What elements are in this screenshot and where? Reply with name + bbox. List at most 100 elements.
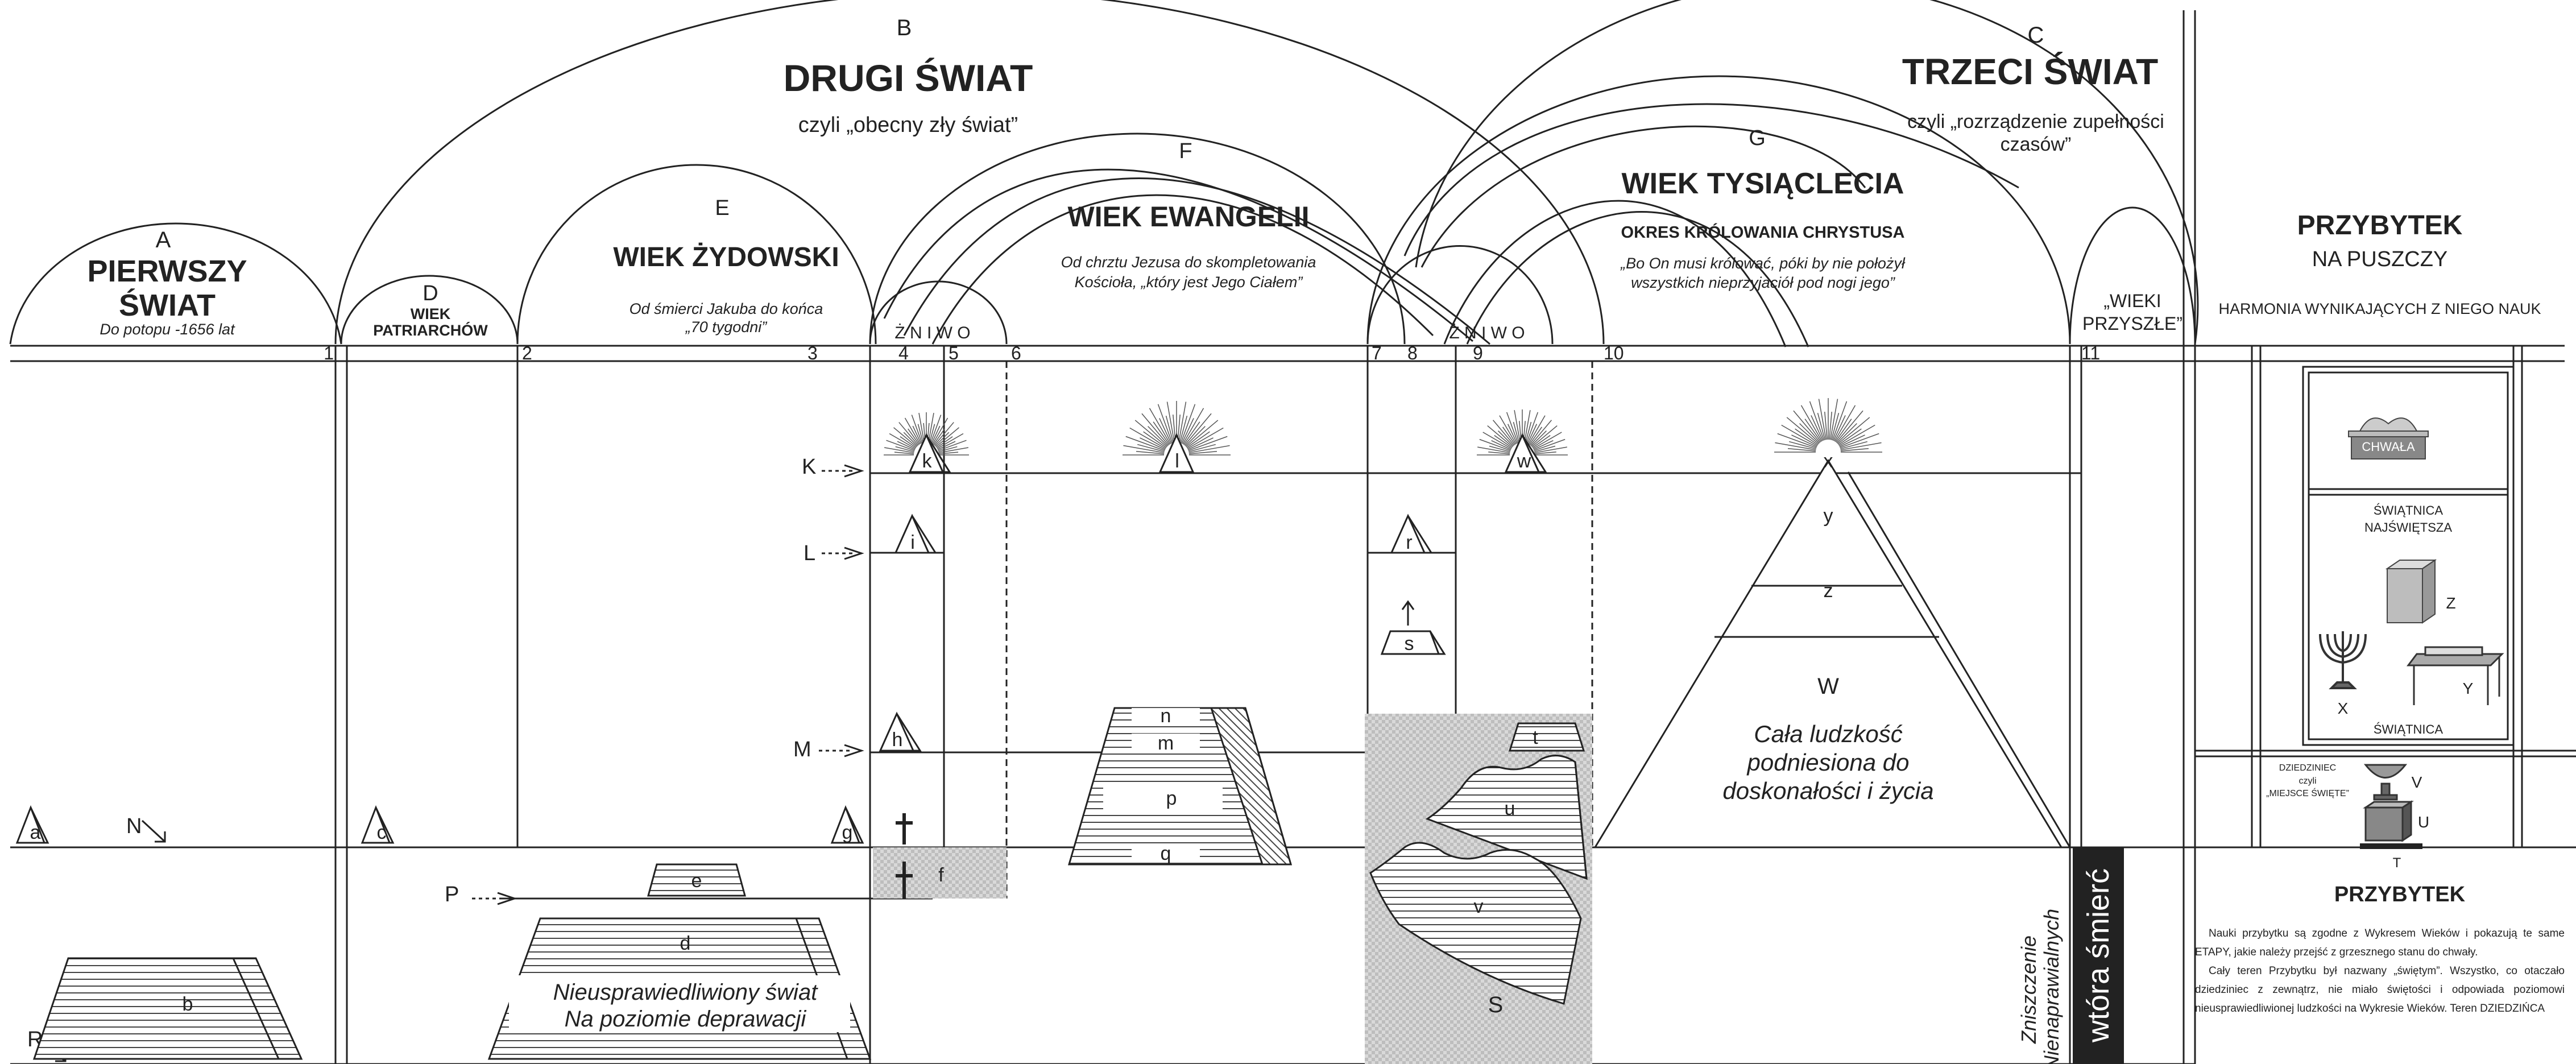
sunburst-ray bbox=[1838, 424, 1875, 446]
sunburst-ray bbox=[897, 441, 916, 450]
arrow-up-s bbox=[1401, 600, 1415, 626]
triangle-c bbox=[361, 805, 391, 844]
sunburst-ray bbox=[1531, 430, 1547, 446]
sunburst-ray bbox=[937, 441, 956, 450]
sunburst-ray bbox=[911, 415, 923, 444]
fig-y: y bbox=[1824, 505, 1833, 527]
millennium-title: WIEK TYSIĄCLECIA bbox=[1622, 167, 1904, 200]
sunburst-ray bbox=[895, 446, 914, 453]
sunburst-ray bbox=[1513, 421, 1520, 443]
tabernacle-paragraph-2: Cały teren Przybytku był nazwany „święty… bbox=[2195, 965, 2565, 1015]
sunburst-ray bbox=[1489, 445, 1510, 453]
sunburst-ray bbox=[1840, 441, 1868, 450]
sunburst-ray bbox=[935, 427, 959, 448]
section-dividers bbox=[334, 346, 2082, 1064]
sunburst-ray bbox=[1836, 410, 1863, 443]
laver-icon bbox=[2363, 764, 2408, 801]
glory-label: CHWAŁA bbox=[2362, 440, 2415, 454]
sunburst-ray bbox=[1775, 442, 1816, 450]
sunburst-ray bbox=[1795, 428, 1819, 445]
sunburst-ray bbox=[1533, 440, 1554, 450]
triangle-i bbox=[894, 514, 930, 554]
destruction-line-2: Nienaprawialnych bbox=[2040, 909, 2063, 1064]
gospel-age-line-2: Kościoła, „który jest Jego Ciałem” bbox=[1075, 274, 1303, 291]
sunburst-ray bbox=[1187, 437, 1214, 450]
sunburst-ray bbox=[936, 436, 953, 448]
platform-t bbox=[1508, 722, 1585, 752]
tab-U: U bbox=[2418, 813, 2429, 831]
court-label-2: czyli bbox=[2298, 776, 2316, 786]
sunburst-ray bbox=[1184, 413, 1212, 446]
arc-cross-5 bbox=[1420, 125, 1866, 268]
unrighteous-line-2: Na poziomie deprawacji bbox=[565, 1007, 807, 1032]
sunburst-ray bbox=[1838, 428, 1862, 445]
sunburst-ray bbox=[1186, 420, 1219, 448]
fig-v: v bbox=[1474, 896, 1484, 917]
millennium-line-2: wszystkich nieprzyjaciół pod nogi jego” bbox=[1631, 274, 1895, 291]
harvest-label-1: Ż N I W O bbox=[894, 324, 970, 342]
sunburst-ray bbox=[1800, 405, 1823, 442]
sunburst-ray bbox=[1837, 423, 1857, 444]
sunburst-ray bbox=[886, 440, 915, 452]
sunburst-ray bbox=[1534, 445, 1556, 453]
sunburst-ray bbox=[912, 425, 922, 444]
sunburst-ray bbox=[1834, 405, 1856, 442]
sunburst-ray bbox=[1833, 415, 1846, 441]
plane-N: N bbox=[126, 814, 142, 838]
tabernacle-paragraph-1: Nauki przybytku są zgodne z Wykresem Wie… bbox=[2195, 928, 2565, 958]
shaded-area-f bbox=[873, 847, 1007, 899]
marker-6: 6 bbox=[1011, 343, 1021, 363]
sunburst-ray bbox=[1809, 401, 1825, 441]
sunburst-x bbox=[1774, 398, 1882, 453]
menorah-icon bbox=[2319, 631, 2367, 689]
tab-T: T bbox=[2393, 855, 2401, 871]
fig-w: w bbox=[1517, 450, 1531, 472]
fig-f: f bbox=[938, 864, 944, 886]
fig-z: z bbox=[1824, 580, 1833, 602]
plane-M: M bbox=[793, 738, 811, 761]
sunburst-ray bbox=[918, 413, 925, 443]
sunburst-ray bbox=[1179, 415, 1188, 443]
sunburst-ray bbox=[898, 422, 919, 446]
second-death-label: wtóra śmierć bbox=[2081, 868, 2115, 1043]
sunburst-ray bbox=[1502, 427, 1515, 445]
letter-C: C bbox=[2028, 23, 2044, 48]
pyramid-gospel bbox=[1068, 707, 1292, 866]
tabernacle-description: Nauki przybytku są zgodne z Wykresem Wie… bbox=[2195, 924, 2565, 1018]
marker-7: 7 bbox=[1372, 343, 1382, 363]
arc-cross-6 bbox=[1443, 200, 1787, 347]
sunburst-ray bbox=[1141, 413, 1169, 446]
marker-5: 5 bbox=[949, 343, 959, 363]
letter-B: B bbox=[897, 15, 912, 40]
sunburst-ray bbox=[1185, 426, 1206, 446]
sunburst-ray bbox=[908, 428, 920, 445]
tab-Y: Y bbox=[2463, 680, 2474, 697]
millennium-subtitle: OKRES KRÓLOWANIA CHRYSTUSA bbox=[1621, 222, 1905, 242]
arc-second-world bbox=[334, 0, 1605, 345]
arc-third-world bbox=[1415, 0, 2199, 345]
sunburst-ray bbox=[1166, 401, 1175, 443]
sunburst-ray bbox=[1183, 421, 1200, 445]
sunburst-ray bbox=[1534, 452, 1556, 454]
sunburst-ray bbox=[1493, 420, 1515, 446]
second-world-title: DRUGI ŚWIAT bbox=[784, 57, 1033, 99]
sunburst-ray bbox=[929, 424, 935, 443]
tab-Z: Z bbox=[2446, 594, 2455, 612]
sunburst-ray bbox=[1837, 417, 1870, 445]
sunburst-ray bbox=[1487, 425, 1513, 448]
sunburst-ray bbox=[1817, 412, 1826, 440]
dispensation-arcs bbox=[9, 0, 2199, 347]
third-world-subtitle-2: czasów” bbox=[2001, 134, 2072, 155]
sunburst-ray bbox=[1829, 411, 1832, 440]
cross-icons bbox=[896, 813, 913, 899]
sunburst-ray bbox=[1134, 420, 1167, 448]
jewish-age-line-1: Od śmierci Jakuba do końca bbox=[629, 300, 823, 317]
sunburst-ray bbox=[1137, 444, 1165, 453]
sunburst-ray bbox=[1159, 418, 1172, 444]
sunburst-ray bbox=[937, 433, 964, 449]
arc-harvest-2 bbox=[1366, 245, 1554, 345]
sunburst-ray bbox=[932, 417, 949, 445]
plane-P: P bbox=[445, 883, 459, 906]
brazen-altar-icon bbox=[2363, 800, 2414, 842]
jewish-age-line-2: „70 tygodni” bbox=[685, 318, 768, 336]
